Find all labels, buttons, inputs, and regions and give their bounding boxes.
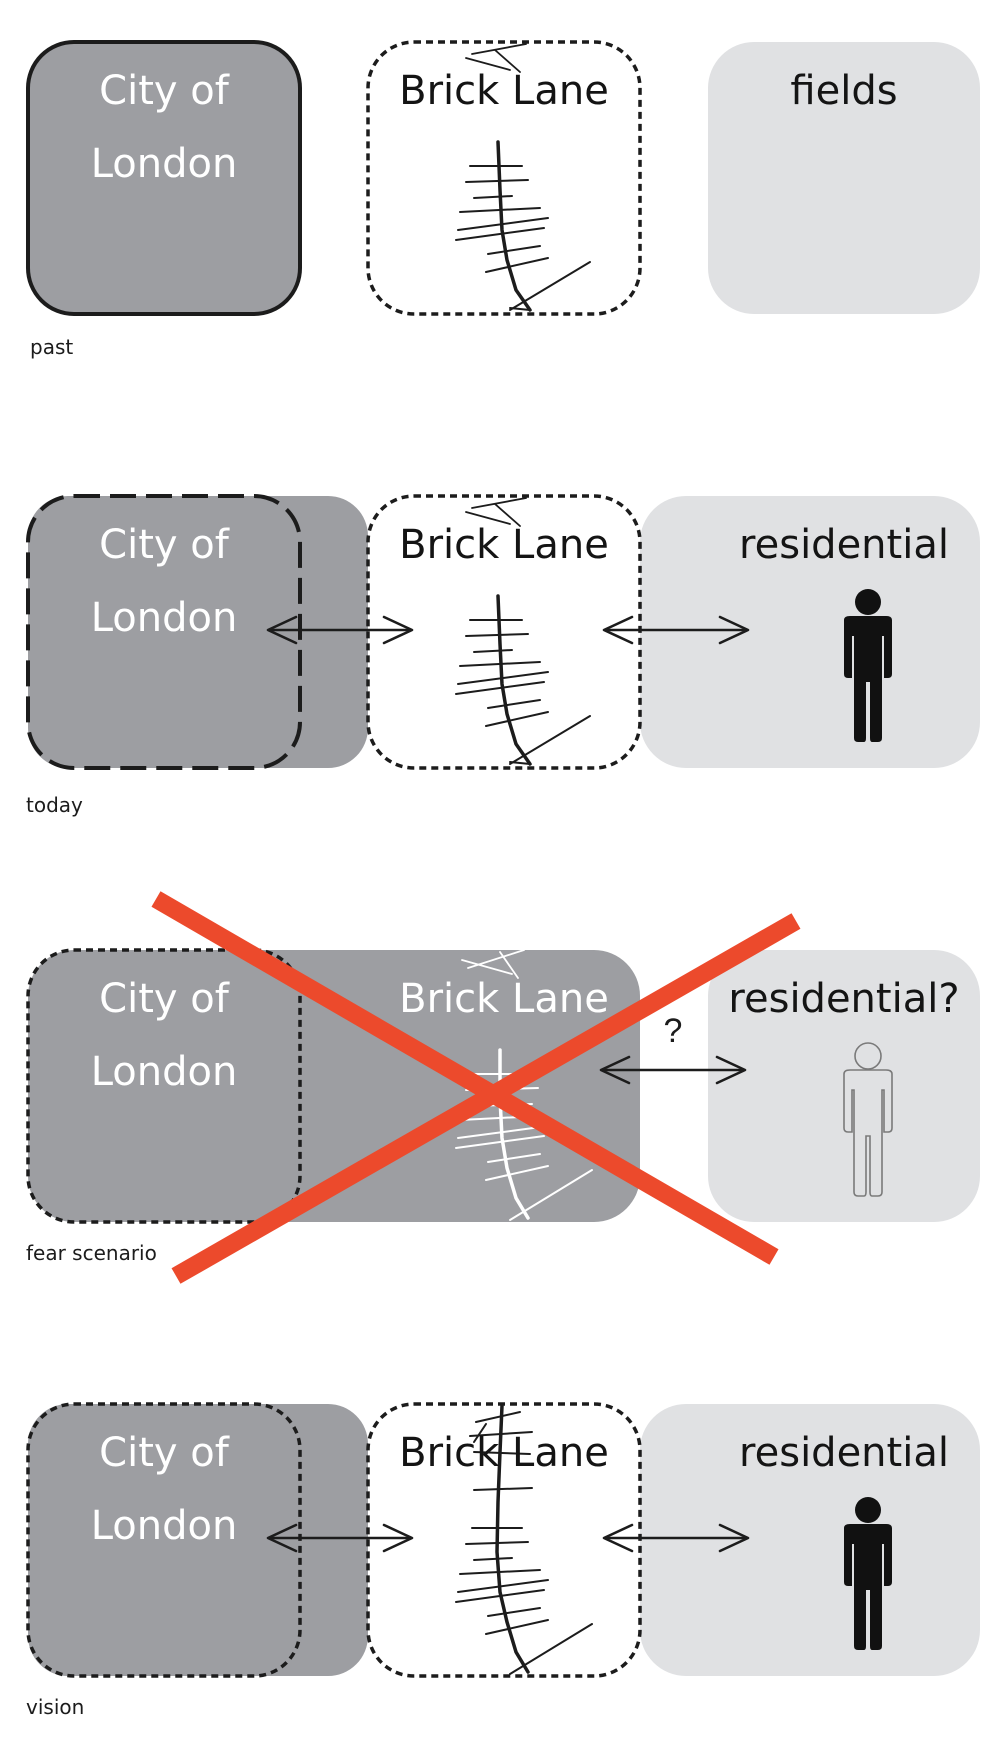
brick-lane-block <box>366 494 642 770</box>
residential-block <box>640 1404 980 1676</box>
double-arrow-lane-residential <box>599 1055 747 1085</box>
fields-block <box>708 42 980 314</box>
street-map-icon <box>455 1404 593 1675</box>
city-of-london-block <box>26 40 302 316</box>
city-expansion-area <box>28 496 368 768</box>
brick-lane-label: Brick Lane <box>399 522 609 568</box>
city-label-line1: City of <box>99 522 230 568</box>
brick-lane-block <box>366 40 642 316</box>
city-label-line1: City of <box>99 1430 230 1476</box>
residential-label: residential? <box>728 976 959 1022</box>
cross-out-mark <box>151 891 801 1284</box>
city-label-line2: London <box>91 1503 238 1549</box>
city-label-line1: City of <box>99 976 230 1022</box>
city-expansion-area <box>28 1404 368 1676</box>
brick-lane-label: Brick Lane <box>399 976 609 1022</box>
row-caption: today <box>26 793 83 817</box>
person-outline-icon <box>843 1042 893 1197</box>
brick-lane-block <box>366 1402 642 1678</box>
brick-lane-label: Brick Lane <box>399 68 609 114</box>
city-label-line2: London <box>91 141 238 187</box>
row-caption: vision <box>26 1695 84 1719</box>
row-past: City of London Brick Lane fields past <box>26 40 980 359</box>
city-label-line1: City of <box>99 68 230 114</box>
junction-mark-icon <box>461 949 525 979</box>
row-today: City of London Brick Lane residential to… <box>26 494 980 817</box>
city-of-london-block <box>26 494 302 770</box>
residential-label: residential <box>739 522 949 568</box>
question-mark: ? <box>664 1012 683 1050</box>
row-caption: past <box>30 335 73 359</box>
row-fear-scenario: City of London Brick Lane residential? <box>26 891 980 1284</box>
city-label-line2: London <box>91 595 238 641</box>
city-label-line2: London <box>91 1049 238 1095</box>
residential-block <box>640 496 980 768</box>
row-caption: fear scenario <box>26 1241 157 1265</box>
fields-label: fields <box>790 68 897 114</box>
city-of-london-block <box>26 1402 302 1678</box>
residential-label: residential <box>739 1430 949 1476</box>
city-of-london-block <box>26 948 302 1224</box>
row-vision: City of London Brick Lane residential <box>26 1402 980 1719</box>
city-expansion-area <box>28 950 640 1222</box>
brick-lane-label: Brick Lane <box>399 1430 609 1476</box>
